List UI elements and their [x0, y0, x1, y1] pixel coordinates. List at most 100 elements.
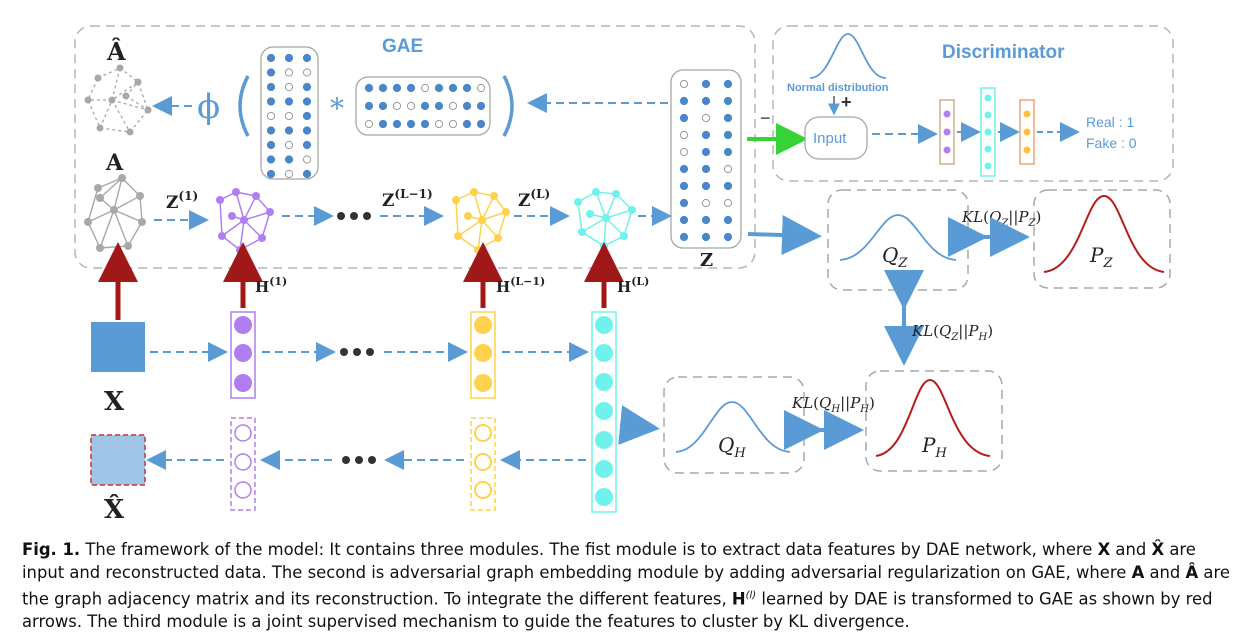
- arrow-hl-to-qh: [618, 405, 660, 445]
- matrix-dot: [723, 164, 733, 174]
- matrix-dot: [701, 113, 711, 123]
- kl-qz-pz-label: KL(QZ||PZ): [961, 208, 1041, 229]
- matrix-dot: [266, 68, 276, 77]
- z-matrix-left-dots: [266, 53, 312, 179]
- matrix-dot: [284, 53, 294, 63]
- zlm1-label: Z(L−1): [382, 187, 433, 211]
- hl-label: H(L): [617, 275, 649, 296]
- left-paren: [238, 75, 250, 137]
- matrix-dot: [434, 119, 444, 129]
- matrix-dot: [266, 111, 276, 121]
- matrix-dot: [723, 147, 733, 157]
- matrix-dot: [679, 164, 689, 174]
- matrix-dot: [701, 181, 711, 191]
- matrix-dot: [302, 126, 312, 135]
- matrix-dot: [378, 101, 388, 111]
- z-embedding-matrix-dots: [679, 79, 733, 242]
- phi-symbol: ϕ: [197, 87, 220, 127]
- matrix-dot: [701, 198, 711, 208]
- caption-a-hat: Â: [1185, 563, 1199, 582]
- matrix-dot: [434, 83, 444, 93]
- qz-curve: [839, 214, 957, 261]
- matrix-dot: [266, 126, 276, 135]
- pz-curve: [1043, 194, 1165, 273]
- z-label: Z: [700, 250, 713, 271]
- matrix-dot: [434, 101, 444, 111]
- hlm1-label: H(L−1): [496, 275, 545, 296]
- caption-h-sup: (l): [745, 590, 757, 601]
- matrix-dot: [723, 96, 733, 106]
- matrix-dot: [284, 155, 294, 164]
- matrix-dot: [284, 82, 294, 92]
- matrix-dot: [723, 130, 733, 140]
- disc-layer-2-units: [984, 94, 992, 170]
- hl-units: [595, 316, 613, 506]
- matrix-dot: [266, 97, 276, 106]
- normal-distribution-curve: [809, 33, 887, 79]
- z-embedding-matrix: [670, 69, 742, 249]
- ph-curve: [875, 378, 991, 457]
- matrix-dot: [679, 198, 689, 208]
- ph-box: [865, 370, 1003, 472]
- matrix-dot: [679, 96, 689, 106]
- ellipsis-bottom: [342, 456, 376, 464]
- zl-label: Z(L): [518, 187, 550, 211]
- caption-x-hat: X̂: [1151, 540, 1165, 559]
- matrix-dot: [448, 83, 458, 93]
- matrix-dot: [476, 83, 486, 93]
- matrix-dot: [462, 101, 472, 111]
- matrix-dot: [266, 140, 276, 150]
- matrix-dot: [723, 79, 733, 89]
- matrix-dot: [679, 232, 689, 242]
- disc-layer-1-units: [943, 110, 951, 154]
- matrix-dot: [476, 101, 486, 111]
- minus-sign: −: [760, 108, 771, 128]
- matrix-dot: [378, 119, 388, 129]
- matrix-dot: [701, 215, 711, 225]
- ellipsis-middle: [340, 348, 374, 356]
- qz-box: [827, 189, 969, 291]
- h1-label: H(1): [255, 275, 287, 296]
- matrix-dot: [723, 181, 733, 191]
- ph-label: PH: [921, 433, 947, 461]
- caption-and-1: and: [1110, 540, 1152, 559]
- matrix-dot: [266, 155, 276, 164]
- matrix-dot: [284, 68, 294, 77]
- matrix-dot: [420, 101, 430, 111]
- qh-label: QH: [718, 433, 746, 461]
- discriminator-title: Discriminator: [942, 42, 1065, 63]
- a-label: A: [105, 150, 124, 176]
- caption-text-2: are input and reconstructed data. The se…: [22, 540, 1196, 582]
- matrix-dot: [284, 126, 294, 135]
- red-arrows: [98, 242, 624, 320]
- matrix-dot: [364, 119, 374, 129]
- normal-distribution-label: Normal distribution: [787, 82, 889, 94]
- caption-x: X: [1097, 540, 1111, 559]
- matrix-dot: [679, 130, 689, 140]
- arrow-z-to-qz: [747, 215, 822, 256]
- caption-h: H: [731, 589, 746, 609]
- hlm1-units: [474, 316, 492, 392]
- caption-a: A: [1131, 563, 1145, 582]
- disc-layer-3-units: [1023, 110, 1031, 154]
- real-label: Real : 1: [1086, 114, 1134, 130]
- gae-module-box: [74, 25, 756, 269]
- matrix-dot: [679, 147, 689, 157]
- matrix-dot: [302, 140, 312, 150]
- matrix-dot: [448, 119, 458, 129]
- framework-diagram: GAE Discriminator Â ϕ * Z A Z(1): [74, 25, 1174, 525]
- kl-qh-ph-label: KL(QH||PH): [791, 394, 875, 415]
- z1-label: Z(1): [166, 189, 198, 213]
- matrix-dot: [723, 198, 733, 208]
- matrix-dot: [420, 119, 430, 129]
- matrix-dot: [701, 79, 711, 89]
- x-hat-label: X̂: [104, 494, 125, 525]
- kl-qz-ph-label: KL(QZ||PH): [911, 322, 993, 343]
- figure-caption: Fig. 1. The framework of the model: It c…: [22, 538, 1238, 633]
- right-paren: [502, 75, 514, 137]
- pz-label: PZ: [1089, 243, 1113, 271]
- matrix-dot: [392, 101, 402, 111]
- x-input-block: [91, 322, 145, 372]
- matrix-dot: [302, 111, 312, 121]
- matrix-dot: [723, 232, 733, 242]
